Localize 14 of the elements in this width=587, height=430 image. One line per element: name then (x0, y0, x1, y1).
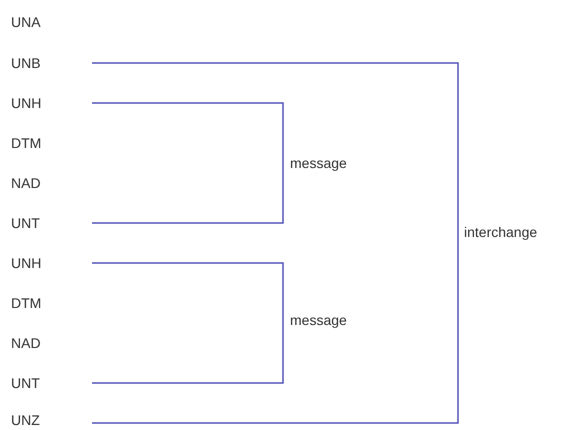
segment-name: UNA (11, 14, 41, 30)
segment-name: UNT (11, 215, 40, 231)
segment-name: UNH (11, 255, 42, 271)
bracket-label: message (290, 312, 347, 328)
segment-name: DTM (11, 135, 42, 151)
segment-name: NAD (11, 175, 41, 191)
segment-name: UNH (11, 95, 42, 111)
segment-name: UNZ (11, 412, 40, 428)
segment-name: UNT (11, 375, 40, 391)
bracket-label: message (290, 155, 347, 171)
bracket-label: interchange (464, 224, 538, 240)
segment-name: DTM (11, 295, 42, 311)
segment-name: UNB (11, 55, 41, 71)
segment-name: NAD (11, 335, 41, 351)
